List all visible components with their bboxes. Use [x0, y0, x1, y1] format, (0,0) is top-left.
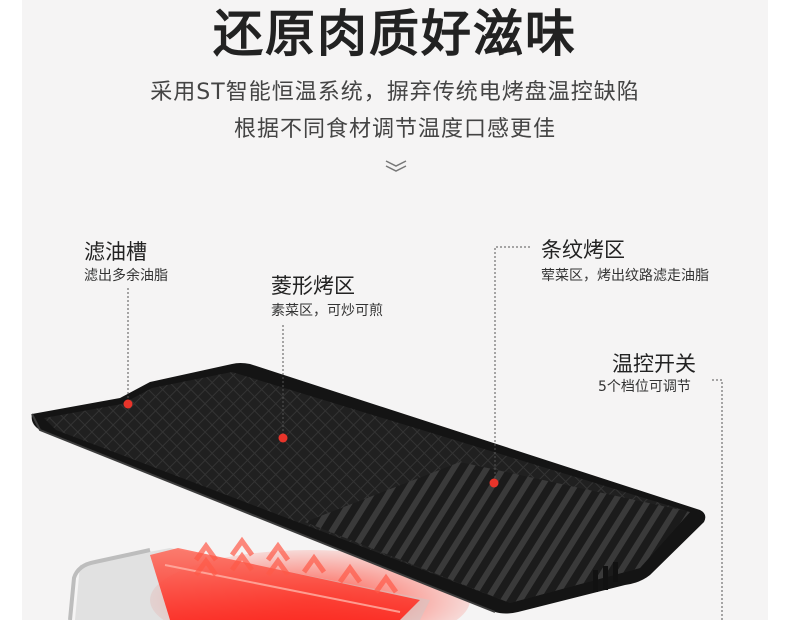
heat-arrows — [193, 536, 399, 594]
marker-diamond-zone — [278, 433, 288, 443]
subtitle-line-2: 根据不同食材调节温度口感更佳 — [233, 117, 556, 142]
oil-groove-desc: 滤出多余油脂 — [84, 268, 168, 284]
stripe-zone-label: 条纹烤区 — [541, 238, 625, 262]
temp-switch-label: 温控开关 — [612, 352, 696, 376]
grill-plate — [31, 363, 706, 614]
chevron-double-down-icon — [385, 160, 407, 172]
diamond-zone-desc: 素菜区，可炒可煎 — [271, 303, 383, 319]
diamond-zone-label: 菱形烤区 — [271, 274, 355, 298]
marker-oil-groove — [123, 399, 133, 409]
page-title: 还原肉质好滋味 — [213, 5, 577, 63]
callout-lines — [127, 246, 723, 620]
subtitle-line-1: 采用ST智能恒温系统，摒弃传统电烤盘温控缺陷 — [150, 80, 640, 105]
temp-switch-desc: 5个档位可调节 — [598, 379, 691, 395]
marker-stripe-zone — [489, 478, 499, 488]
callout-markers — [123, 399, 499, 488]
oil-groove-label: 滤油槽 — [84, 240, 147, 264]
stripe-zone-desc: 荤菜区，烤出纹路滤走油脂 — [541, 268, 709, 284]
